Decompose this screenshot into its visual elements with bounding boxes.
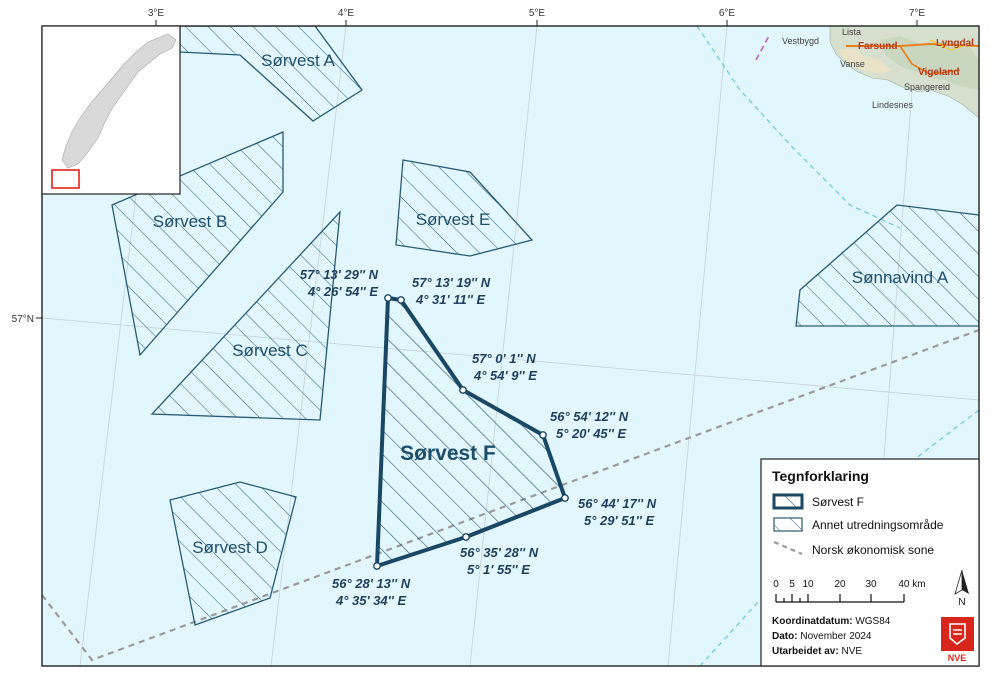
legend-swatch-other	[773, 517, 803, 532]
lon-label-3e: 3°E	[148, 8, 165, 19]
lat-label-57n: 57°N	[12, 314, 34, 325]
scale-tick-label: 20	[834, 579, 846, 590]
label-sorvest-b: Sørvest B	[153, 212, 228, 231]
legend-item-label: Norsk økonomisk sone	[812, 543, 934, 557]
town-farsund: Farsund	[858, 41, 897, 52]
legend-item-label: Sørvest F	[812, 495, 864, 509]
town-vestbygd: Vestbygd	[782, 36, 819, 46]
map-frame	[41, 25, 980, 667]
label-sorvest-e: Sørvest E	[416, 210, 491, 229]
vertex-marker	[373, 562, 381, 570]
eez-line	[42, 328, 979, 662]
area-sorvest-f	[375, 296, 567, 568]
coastline-land	[829, 26, 979, 119]
coord-p4-lon: 5° 20' 45'' E	[556, 426, 626, 441]
scale-tick-label: 30	[865, 579, 877, 590]
north-arrow-icon: N	[954, 569, 969, 608]
town-vigeland: Vigeland	[918, 67, 960, 78]
coord-p1-lat: 57° 13' 29'' N	[300, 267, 379, 282]
vertex-marker	[561, 494, 569, 502]
area-sorvest-d	[169, 481, 297, 626]
town-lindesnes: Lindesnes	[872, 100, 914, 110]
town-spangereid: Spangereid	[904, 82, 950, 92]
inset-extent-box	[51, 169, 80, 189]
vertex-marker	[397, 296, 405, 304]
author-line: Utarbeidet av: NVE	[772, 646, 862, 657]
datum-value: WGS84	[855, 616, 890, 627]
scale-bar: 0 5 10 20 30 40 km	[773, 579, 926, 603]
area-sorvest-e	[395, 159, 534, 257]
date-value: November 2024	[800, 631, 872, 642]
coord-p6-lon: 5° 1' 55'' E	[467, 562, 530, 577]
border-line-purple	[755, 33, 771, 61]
legend: Tegnforklaring Sørvest F Annet utredning…	[760, 458, 980, 667]
inset-norway-shape	[61, 33, 177, 169]
label-sonnavind-a: Sønnavind A	[852, 268, 949, 287]
lon-label-5e: 5°E	[529, 8, 546, 19]
coord-p6-lat: 56° 35' 28'' N	[460, 545, 539, 560]
area-sonnavind-a	[795, 204, 979, 327]
lon-label-4e: 4°E	[338, 8, 355, 19]
vertex-marker	[384, 294, 392, 302]
vertex-marker	[459, 386, 467, 394]
nve-logo-text: NVE	[948, 653, 967, 663]
coord-p5-lat: 56° 44' 17'' N	[578, 496, 657, 511]
scale-tick-label: 40 km	[898, 579, 925, 590]
nve-logo: NVE	[941, 617, 974, 663]
date-line: Dato: November 2024	[772, 631, 872, 642]
lon-label-6e: 6°E	[719, 8, 736, 19]
label-sorvest-c: Sørvest C	[232, 341, 308, 360]
legend-swatch-selected	[772, 493, 804, 510]
date-label: Dato:	[772, 631, 798, 642]
area-sorvest-c	[150, 210, 341, 421]
label-sorvest-f: Sørvest F	[400, 442, 496, 465]
coord-p3-lon: 4° 54' 9'' E	[473, 368, 537, 383]
overview-inset	[41, 25, 181, 195]
coordinate-labels: 57° 13' 29'' N 4° 26' 54'' E 57° 13' 19'…	[300, 267, 657, 608]
town-lyngdal: Lyngdal	[936, 38, 974, 49]
coord-p2-lat: 57° 13' 19'' N	[412, 275, 491, 290]
coord-p5-lon: 5° 29' 51'' E	[584, 513, 654, 528]
town-lista: Lista	[842, 27, 861, 37]
north-label: N	[958, 597, 965, 608]
datum-label: Koordinatdatum:	[772, 616, 853, 627]
label-sorvest-d: Sørvest D	[192, 538, 268, 557]
author-value: NVE	[841, 646, 862, 657]
scale-tick-label: 5	[789, 579, 795, 590]
coord-p1-lon: 4° 26' 54'' E	[307, 284, 378, 299]
vertex-markers	[373, 294, 569, 570]
lon-label-7e: 7°E	[909, 8, 926, 19]
coord-p7-lon: 4° 35' 34'' E	[335, 593, 406, 608]
author-label: Utarbeidet av:	[772, 646, 839, 657]
coord-p3-lat: 57° 0' 1'' N	[472, 351, 536, 366]
town-labels: Vestbygd Lista Farsund Vanse Lyngdal Vig…	[782, 27, 974, 110]
scale-tick-label: 0	[773, 579, 779, 590]
coord-p7-lat: 56° 28' 13'' N	[332, 576, 411, 591]
legend-title: Tegnforklaring	[772, 468, 869, 484]
town-vanse: Vanse	[840, 59, 865, 69]
graticule-ticks	[36, 20, 918, 319]
label-sorvest-a: Sørvest A	[261, 51, 335, 70]
coord-p4-lat: 56° 54' 12'' N	[550, 409, 629, 424]
scale-tick-label: 10	[802, 579, 814, 590]
vertex-marker	[539, 431, 547, 439]
legend-item-label: Annet utredningsområde	[812, 518, 944, 532]
datum-line: Koordinatdatum: WGS84	[772, 616, 891, 627]
vertex-marker	[462, 533, 470, 541]
coord-p2-lon: 4° 31' 11'' E	[415, 292, 485, 307]
